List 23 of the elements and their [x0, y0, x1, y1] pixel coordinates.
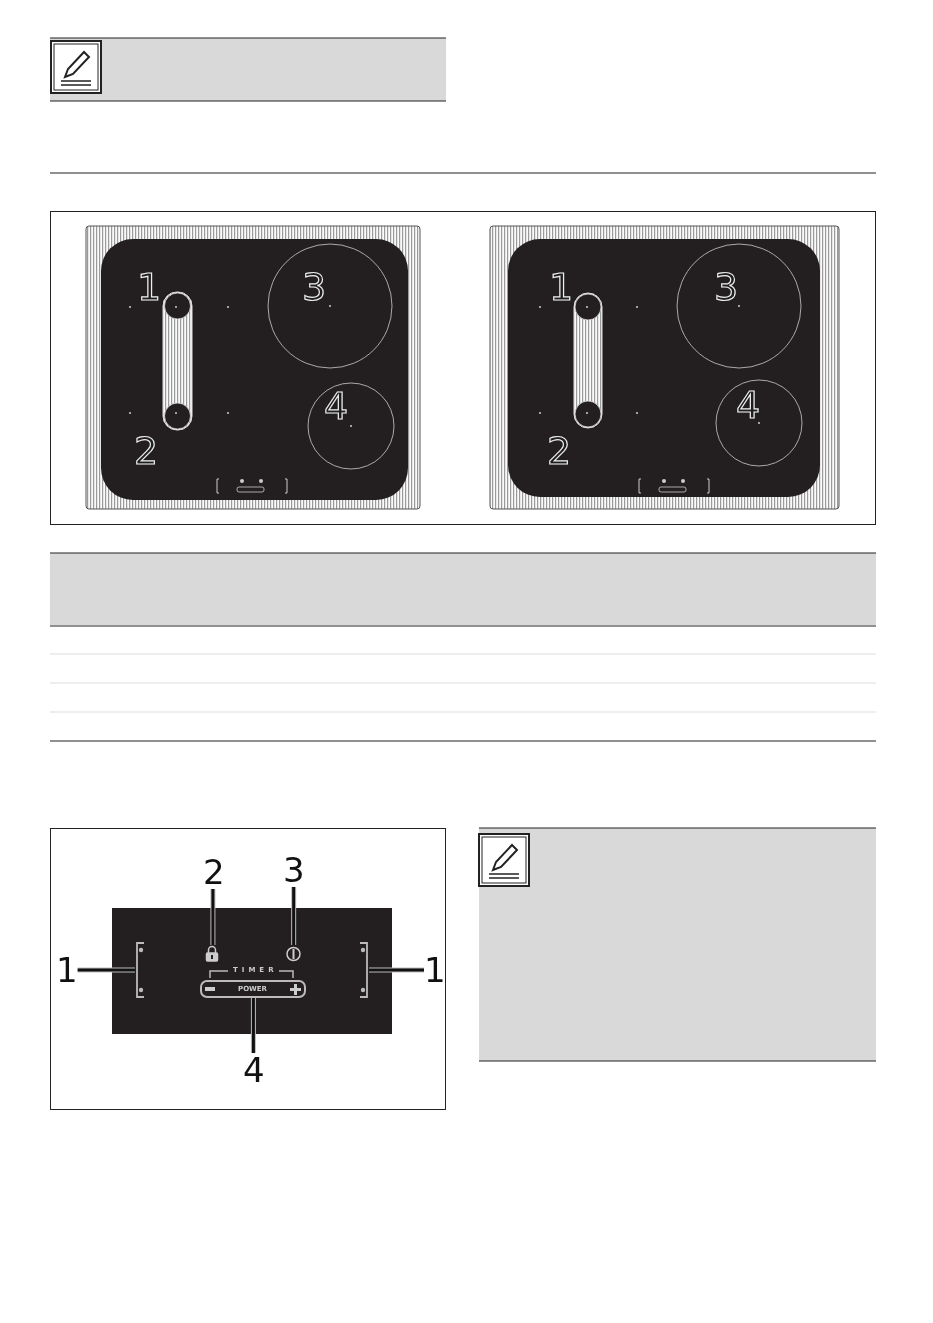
zone-number: 2	[547, 432, 572, 470]
slider-bracket	[135, 942, 147, 998]
power-icon	[286, 945, 301, 962]
leader-line	[77, 967, 135, 973]
zone-number: 3	[714, 268, 739, 306]
leader-line	[369, 967, 424, 973]
leader-line	[250, 998, 256, 1053]
callout-number: 4	[243, 1053, 265, 1087]
leader-line	[291, 887, 297, 945]
callout-number: 2	[203, 855, 225, 889]
slider-bracket	[357, 942, 369, 998]
zone-number: 1	[137, 268, 162, 306]
zone-number: 1	[549, 268, 574, 306]
zone-number: 2	[134, 432, 159, 470]
zone-number: 4	[324, 387, 349, 425]
zone-number: 3	[302, 268, 327, 306]
leader-line	[210, 889, 216, 945]
callout-number: 1	[56, 953, 78, 987]
zone-number: 4	[736, 386, 761, 424]
lock-icon	[205, 945, 219, 962]
callout-number: 1	[424, 953, 446, 987]
power-slider	[200, 980, 306, 998]
callout-number: 3	[283, 853, 305, 887]
